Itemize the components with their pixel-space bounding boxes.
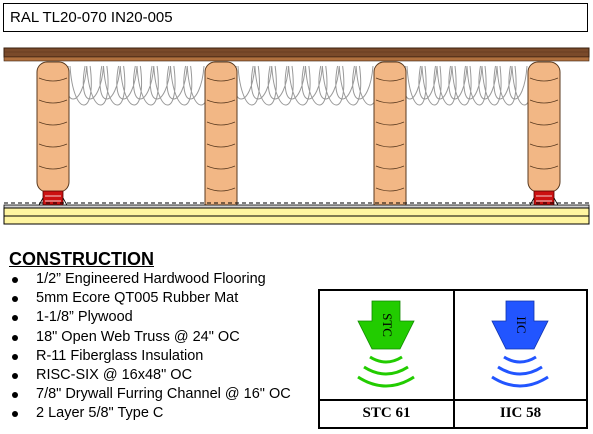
- list-item: 1/2” Engineered Hardwood Flooring: [12, 270, 291, 289]
- list-item: 2 Layer 5/8" Type C: [12, 404, 291, 423]
- bullet-icon: [12, 392, 18, 399]
- truss-member: [36, 61, 70, 193]
- iic-rating-label: IIC 58: [455, 399, 586, 427]
- bullet-icon: [12, 296, 18, 303]
- construction-heading: CONSTRUCTION: [9, 249, 154, 269]
- list-item: 1-1/8” Plywood: [12, 308, 291, 327]
- insulation-batt: [66, 65, 209, 106]
- bullet-icon: [12, 315, 18, 322]
- truss-member: [527, 61, 561, 193]
- plywood-layer: [3, 56, 590, 62]
- truss-members: [36, 61, 561, 215]
- stc-speaker-icon: STC: [357, 300, 415, 388]
- list-item: 7/8" Drywall Furring Channel @ 16" OC: [12, 385, 291, 404]
- iic-speaker-icon: IIC: [491, 300, 549, 388]
- list-item: 5mm Ecore QT005 Rubber Mat: [12, 289, 291, 308]
- list-item: R-11 Fiberglass Insulation: [12, 347, 291, 366]
- stc-icon-text: STC: [380, 313, 395, 337]
- insulation-batt: [234, 65, 378, 106]
- bullet-icon: [12, 353, 18, 360]
- truss-member: [204, 61, 238, 215]
- insulation-batt: [403, 65, 532, 106]
- assembly-section-diagram: [3, 47, 590, 225]
- bullet-icon: [12, 411, 18, 418]
- rating-panel: STC STC 61 IIC IIC 58: [318, 289, 588, 429]
- iic-icon-text: IIC: [514, 316, 529, 333]
- iic-rating-cell: IIC IIC 58: [455, 291, 586, 427]
- assembly-title: RAL TL20-070 IN20-005: [10, 9, 173, 26]
- stc-rating-cell: STC STC 61: [320, 291, 455, 427]
- construction-layer-list: 1/2” Engineered Hardwood Flooring 5mm Ec…: [12, 270, 291, 424]
- list-item: RISC-SIX @ 16x48" OC: [12, 366, 291, 385]
- bullet-icon: [12, 277, 18, 283]
- list-item: 18" Open Web Truss @ 24" OC: [12, 328, 291, 347]
- truss-member: [373, 61, 407, 215]
- gypsum-layer: [3, 215, 590, 225]
- gypsum-layer: [3, 207, 590, 217]
- hardwood-floor-layer: [3, 47, 590, 58]
- bullet-icon: [12, 334, 18, 341]
- title-box: RAL TL20-070 IN20-005: [3, 3, 588, 32]
- stc-rating-label: STC 61: [320, 399, 453, 427]
- insulation-batts: [66, 65, 532, 106]
- bullet-icon: [12, 372, 18, 379]
